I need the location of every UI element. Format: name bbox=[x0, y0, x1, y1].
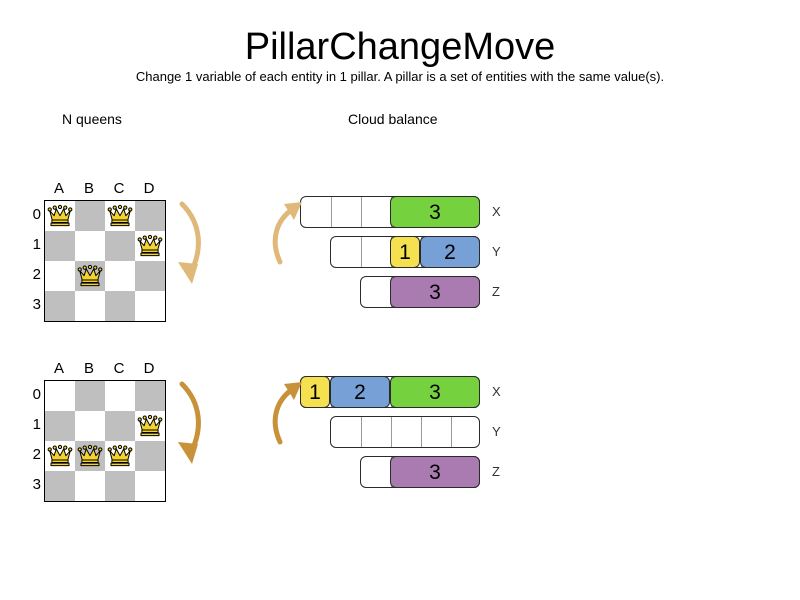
column-header-c-after: C bbox=[113, 360, 125, 377]
board-cell-a0-after[interactable] bbox=[45, 381, 75, 411]
cloud-segment-z-3-before[interactable]: 3 bbox=[390, 276, 480, 308]
queen-icon bbox=[47, 204, 73, 227]
cloud-segment-y-1-before[interactable]: 1 bbox=[390, 236, 420, 268]
cloud-row-label-z-after: Z bbox=[492, 464, 500, 479]
bar-divider bbox=[361, 237, 362, 267]
board-cell-d2-after[interactable] bbox=[135, 441, 165, 471]
cloud-row-label-y-after: Y bbox=[492, 424, 501, 439]
board-cell-c0-after[interactable] bbox=[105, 381, 135, 411]
bar-divider bbox=[421, 417, 422, 447]
board-cell-b0-before[interactable] bbox=[75, 201, 105, 231]
page-subtitle: Change 1 variable of each entity in 1 pi… bbox=[135, 69, 665, 84]
arrow-up-cloud-after bbox=[272, 382, 302, 445]
board-cell-c0-before[interactable] bbox=[105, 201, 135, 231]
bar-divider bbox=[391, 417, 392, 447]
board-cell-d0-before[interactable] bbox=[135, 201, 165, 231]
column-header-a-before: A bbox=[53, 180, 64, 197]
cloud-row-label-y-before: Y bbox=[492, 244, 501, 259]
board-cell-b3-after[interactable] bbox=[75, 471, 105, 501]
column-header-b-before: B bbox=[83, 180, 94, 197]
row-header-1-after: 1 bbox=[32, 416, 41, 433]
cloud-segment-x-3-before[interactable]: 3 bbox=[390, 196, 480, 228]
queen-icon bbox=[77, 444, 103, 467]
cloud-row-label-x-before: X bbox=[492, 204, 501, 219]
board-cell-d3-after[interactable] bbox=[135, 471, 165, 501]
board-cell-d0-after[interactable] bbox=[135, 381, 165, 411]
board-cell-d1-after[interactable] bbox=[135, 411, 165, 441]
board-cell-b3-before[interactable] bbox=[75, 291, 105, 321]
cloud-segment-x-3-after[interactable]: 3 bbox=[390, 376, 480, 408]
column-header-c-before: C bbox=[113, 180, 125, 197]
board-cell-c3-after[interactable] bbox=[105, 471, 135, 501]
cloud-bar-y-after[interactable] bbox=[330, 416, 480, 448]
board-cell-a2-before[interactable] bbox=[45, 261, 75, 291]
board-cell-c2-before[interactable] bbox=[105, 261, 135, 291]
bar-divider bbox=[331, 197, 332, 227]
board-cell-b2-before[interactable] bbox=[75, 261, 105, 291]
queen-icon bbox=[137, 414, 163, 437]
board-cell-c1-before[interactable] bbox=[105, 231, 135, 261]
page-title: PillarChangeMove bbox=[244, 26, 556, 68]
board-cell-a0-before[interactable] bbox=[45, 201, 75, 231]
cloud-segment-y-2-before[interactable]: 2 bbox=[420, 236, 480, 268]
board-cell-b2-after[interactable] bbox=[75, 441, 105, 471]
board-cell-b1-before[interactable] bbox=[75, 231, 105, 261]
cloud-segment-z-3-after[interactable]: 3 bbox=[390, 456, 480, 488]
column-header-d-after: D bbox=[143, 360, 155, 377]
board-grid-after[interactable] bbox=[44, 380, 166, 502]
board-grid-before[interactable] bbox=[44, 200, 166, 322]
row-header-0-before: 0 bbox=[32, 206, 41, 223]
row-header-1-before: 1 bbox=[32, 236, 41, 253]
board-cell-b1-after[interactable] bbox=[75, 411, 105, 441]
queen-icon bbox=[107, 444, 133, 467]
queen-icon bbox=[77, 264, 103, 287]
board-cell-a1-before[interactable] bbox=[45, 231, 75, 261]
cloud-segment-x-2-after[interactable]: 2 bbox=[330, 376, 390, 408]
column-header-b-after: B bbox=[83, 360, 94, 377]
board-cell-c1-after[interactable] bbox=[105, 411, 135, 441]
section-caption-cloud: Cloud balance bbox=[348, 111, 438, 127]
bar-divider bbox=[361, 197, 362, 227]
row-header-0-after: 0 bbox=[32, 386, 41, 403]
queen-icon bbox=[107, 204, 133, 227]
row-header-2-after: 2 bbox=[32, 446, 41, 463]
board-cell-c2-after[interactable] bbox=[105, 441, 135, 471]
column-header-a-after: A bbox=[53, 360, 64, 377]
bar-divider bbox=[361, 417, 362, 447]
board-cell-d3-before[interactable] bbox=[135, 291, 165, 321]
row-header-2-before: 2 bbox=[32, 266, 41, 283]
section-caption-nqueens: N queens bbox=[62, 111, 122, 127]
row-header-3-before: 3 bbox=[32, 296, 41, 313]
cloud-row-y-after[interactable]: Y bbox=[296, 416, 501, 450]
board-cell-a3-after[interactable] bbox=[45, 471, 75, 501]
arrow-down-board-before bbox=[178, 201, 201, 284]
cloud-segment-x-1-after[interactable]: 1 bbox=[300, 376, 330, 408]
row-header-3-after: 3 bbox=[32, 476, 41, 493]
board-cell-a2-after[interactable] bbox=[45, 441, 75, 471]
cloud-row-label-z-before: Z bbox=[492, 284, 500, 299]
queen-icon bbox=[47, 444, 73, 467]
arrow-up-cloud-before bbox=[272, 202, 302, 265]
bar-divider bbox=[451, 417, 452, 447]
queen-icon bbox=[137, 234, 163, 257]
board-cell-b0-after[interactable] bbox=[75, 381, 105, 411]
column-header-d-before: D bbox=[143, 180, 155, 197]
cloud-row-label-x-after: X bbox=[492, 384, 501, 399]
board-cell-d1-before[interactable] bbox=[135, 231, 165, 261]
board-cell-c3-before[interactable] bbox=[105, 291, 135, 321]
arrow-down-board-after bbox=[178, 381, 201, 464]
board-cell-d2-before[interactable] bbox=[135, 261, 165, 291]
board-cell-a3-before[interactable] bbox=[45, 291, 75, 321]
board-cell-a1-after[interactable] bbox=[45, 411, 75, 441]
